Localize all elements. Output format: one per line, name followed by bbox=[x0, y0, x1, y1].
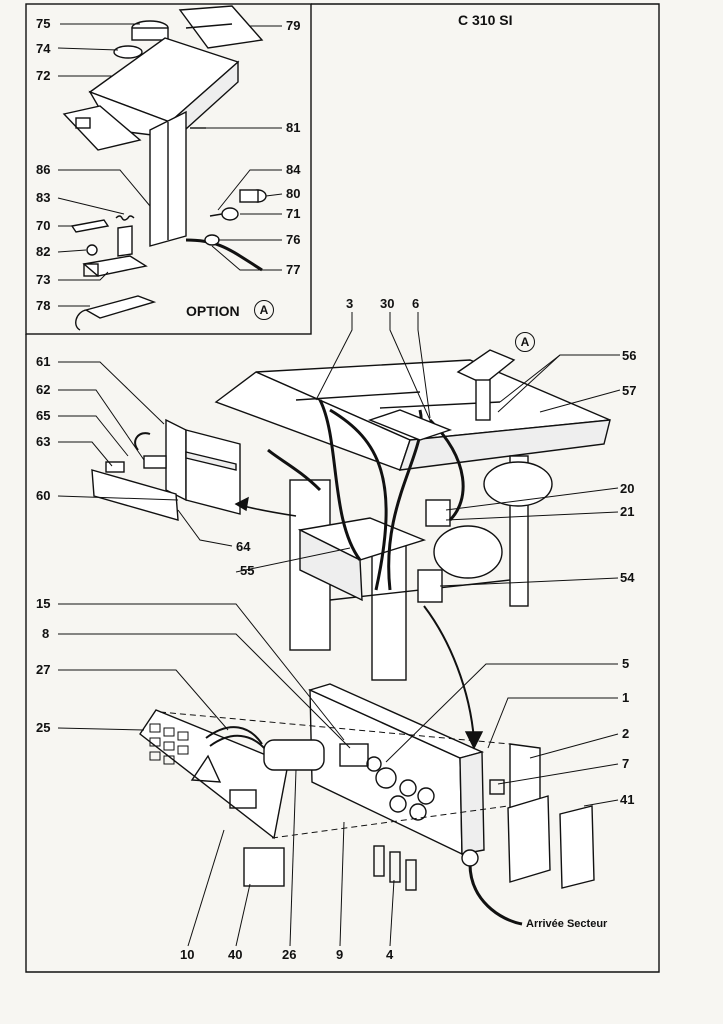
part-label-27: 27 bbox=[36, 662, 51, 677]
part-label-57: 57 bbox=[622, 383, 637, 398]
part-label-8: 8 bbox=[42, 626, 50, 641]
option-marker: A bbox=[254, 300, 274, 320]
part-label-76: 76 bbox=[286, 232, 301, 247]
part-label-61: 61 bbox=[36, 354, 51, 369]
control-panel-drawing bbox=[139, 683, 595, 926]
mains-supply-label: Arrivée Secteur bbox=[526, 918, 608, 930]
part-label-84: 84 bbox=[286, 162, 301, 177]
part-label-25: 25 bbox=[36, 720, 51, 735]
detail-marker: A bbox=[515, 332, 535, 352]
part-label-7: 7 bbox=[622, 756, 630, 771]
bracket-assembly-drawing bbox=[91, 418, 241, 521]
part-label-20: 20 bbox=[620, 481, 635, 496]
main-frame bbox=[25, 3, 660, 973]
part-label-73: 73 bbox=[36, 272, 51, 287]
part-label-81: 81 bbox=[286, 120, 301, 135]
part-label-63: 63 bbox=[36, 434, 51, 449]
part-label-77: 77 bbox=[286, 262, 301, 277]
part-label-72: 72 bbox=[36, 68, 51, 83]
part-label-26: 26 bbox=[282, 947, 297, 962]
option-label: OPTION bbox=[186, 303, 240, 319]
part-label-82: 82 bbox=[36, 244, 51, 259]
part-label-60: 60 bbox=[36, 488, 51, 503]
part-label-71: 71 bbox=[286, 206, 301, 221]
part-label-10: 10 bbox=[180, 947, 195, 962]
part-label-78: 78 bbox=[36, 298, 51, 313]
part-label-30: 30 bbox=[380, 296, 395, 311]
part-label-65: 65 bbox=[36, 408, 51, 423]
part-label-41: 41 bbox=[620, 792, 635, 807]
part-label-55: 55 bbox=[240, 563, 255, 578]
part-label-21: 21 bbox=[620, 504, 635, 519]
part-label-62: 62 bbox=[36, 382, 51, 397]
machine-drawing bbox=[214, 349, 611, 681]
part-label-15: 15 bbox=[36, 596, 51, 611]
part-label-6: 6 bbox=[412, 296, 420, 311]
part-label-74: 74 bbox=[36, 41, 51, 56]
part-label-64: 64 bbox=[236, 539, 251, 554]
part-label-70: 70 bbox=[36, 218, 51, 233]
part-label-54: 54 bbox=[620, 570, 635, 585]
option-inset-frame bbox=[25, 3, 312, 335]
part-label-5: 5 bbox=[622, 656, 630, 671]
part-label-4: 4 bbox=[386, 947, 394, 962]
part-label-3: 3 bbox=[346, 296, 354, 311]
part-label-75: 75 bbox=[36, 16, 51, 31]
part-label-56: 56 bbox=[622, 348, 637, 363]
part-label-9: 9 bbox=[336, 947, 344, 962]
part-label-40: 40 bbox=[228, 947, 243, 962]
pedal-unit-drawing bbox=[62, 5, 267, 331]
part-label-2: 2 bbox=[622, 726, 630, 741]
model-title: C 310 SI bbox=[458, 12, 513, 28]
part-label-86: 86 bbox=[36, 162, 51, 177]
part-label-1: 1 bbox=[622, 690, 630, 705]
part-label-80: 80 bbox=[286, 186, 301, 201]
part-label-79: 79 bbox=[286, 18, 301, 33]
part-label-83: 83 bbox=[36, 190, 51, 205]
